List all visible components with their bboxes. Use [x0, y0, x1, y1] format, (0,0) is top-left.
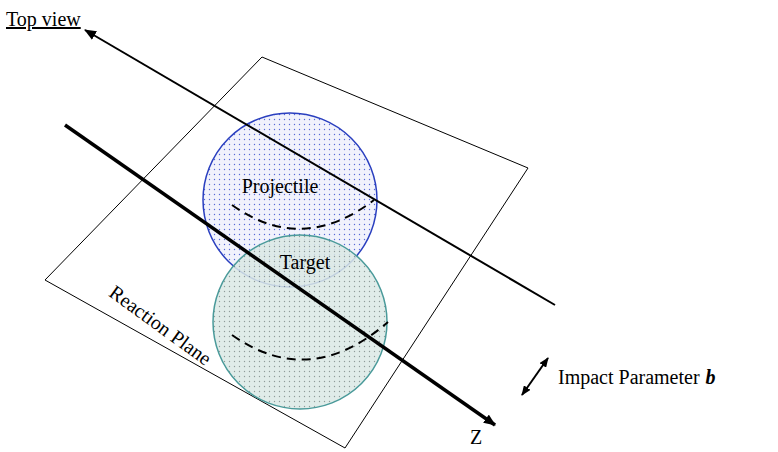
reaction-plane — [45, 57, 528, 448]
impact-parameter-arrow — [522, 358, 548, 395]
impact-parameter-symbol: b — [706, 366, 716, 389]
target-dashed-arc — [232, 322, 388, 360]
projectile-trajectory — [85, 30, 555, 305]
projectile-dashed-arc — [232, 200, 374, 229]
view-title: Top view — [6, 8, 81, 31]
nucleus-circle: Target — [212, 234, 388, 410]
target-trajectory — [65, 125, 495, 425]
nucleus-label: Projectile — [242, 175, 319, 198]
nucleus-label: Target — [280, 251, 330, 274]
plane-label: Reaction Plane — [104, 280, 215, 369]
axis-label: Z — [470, 426, 482, 449]
impact-parameter-label: Impact Parameter — [558, 366, 700, 389]
